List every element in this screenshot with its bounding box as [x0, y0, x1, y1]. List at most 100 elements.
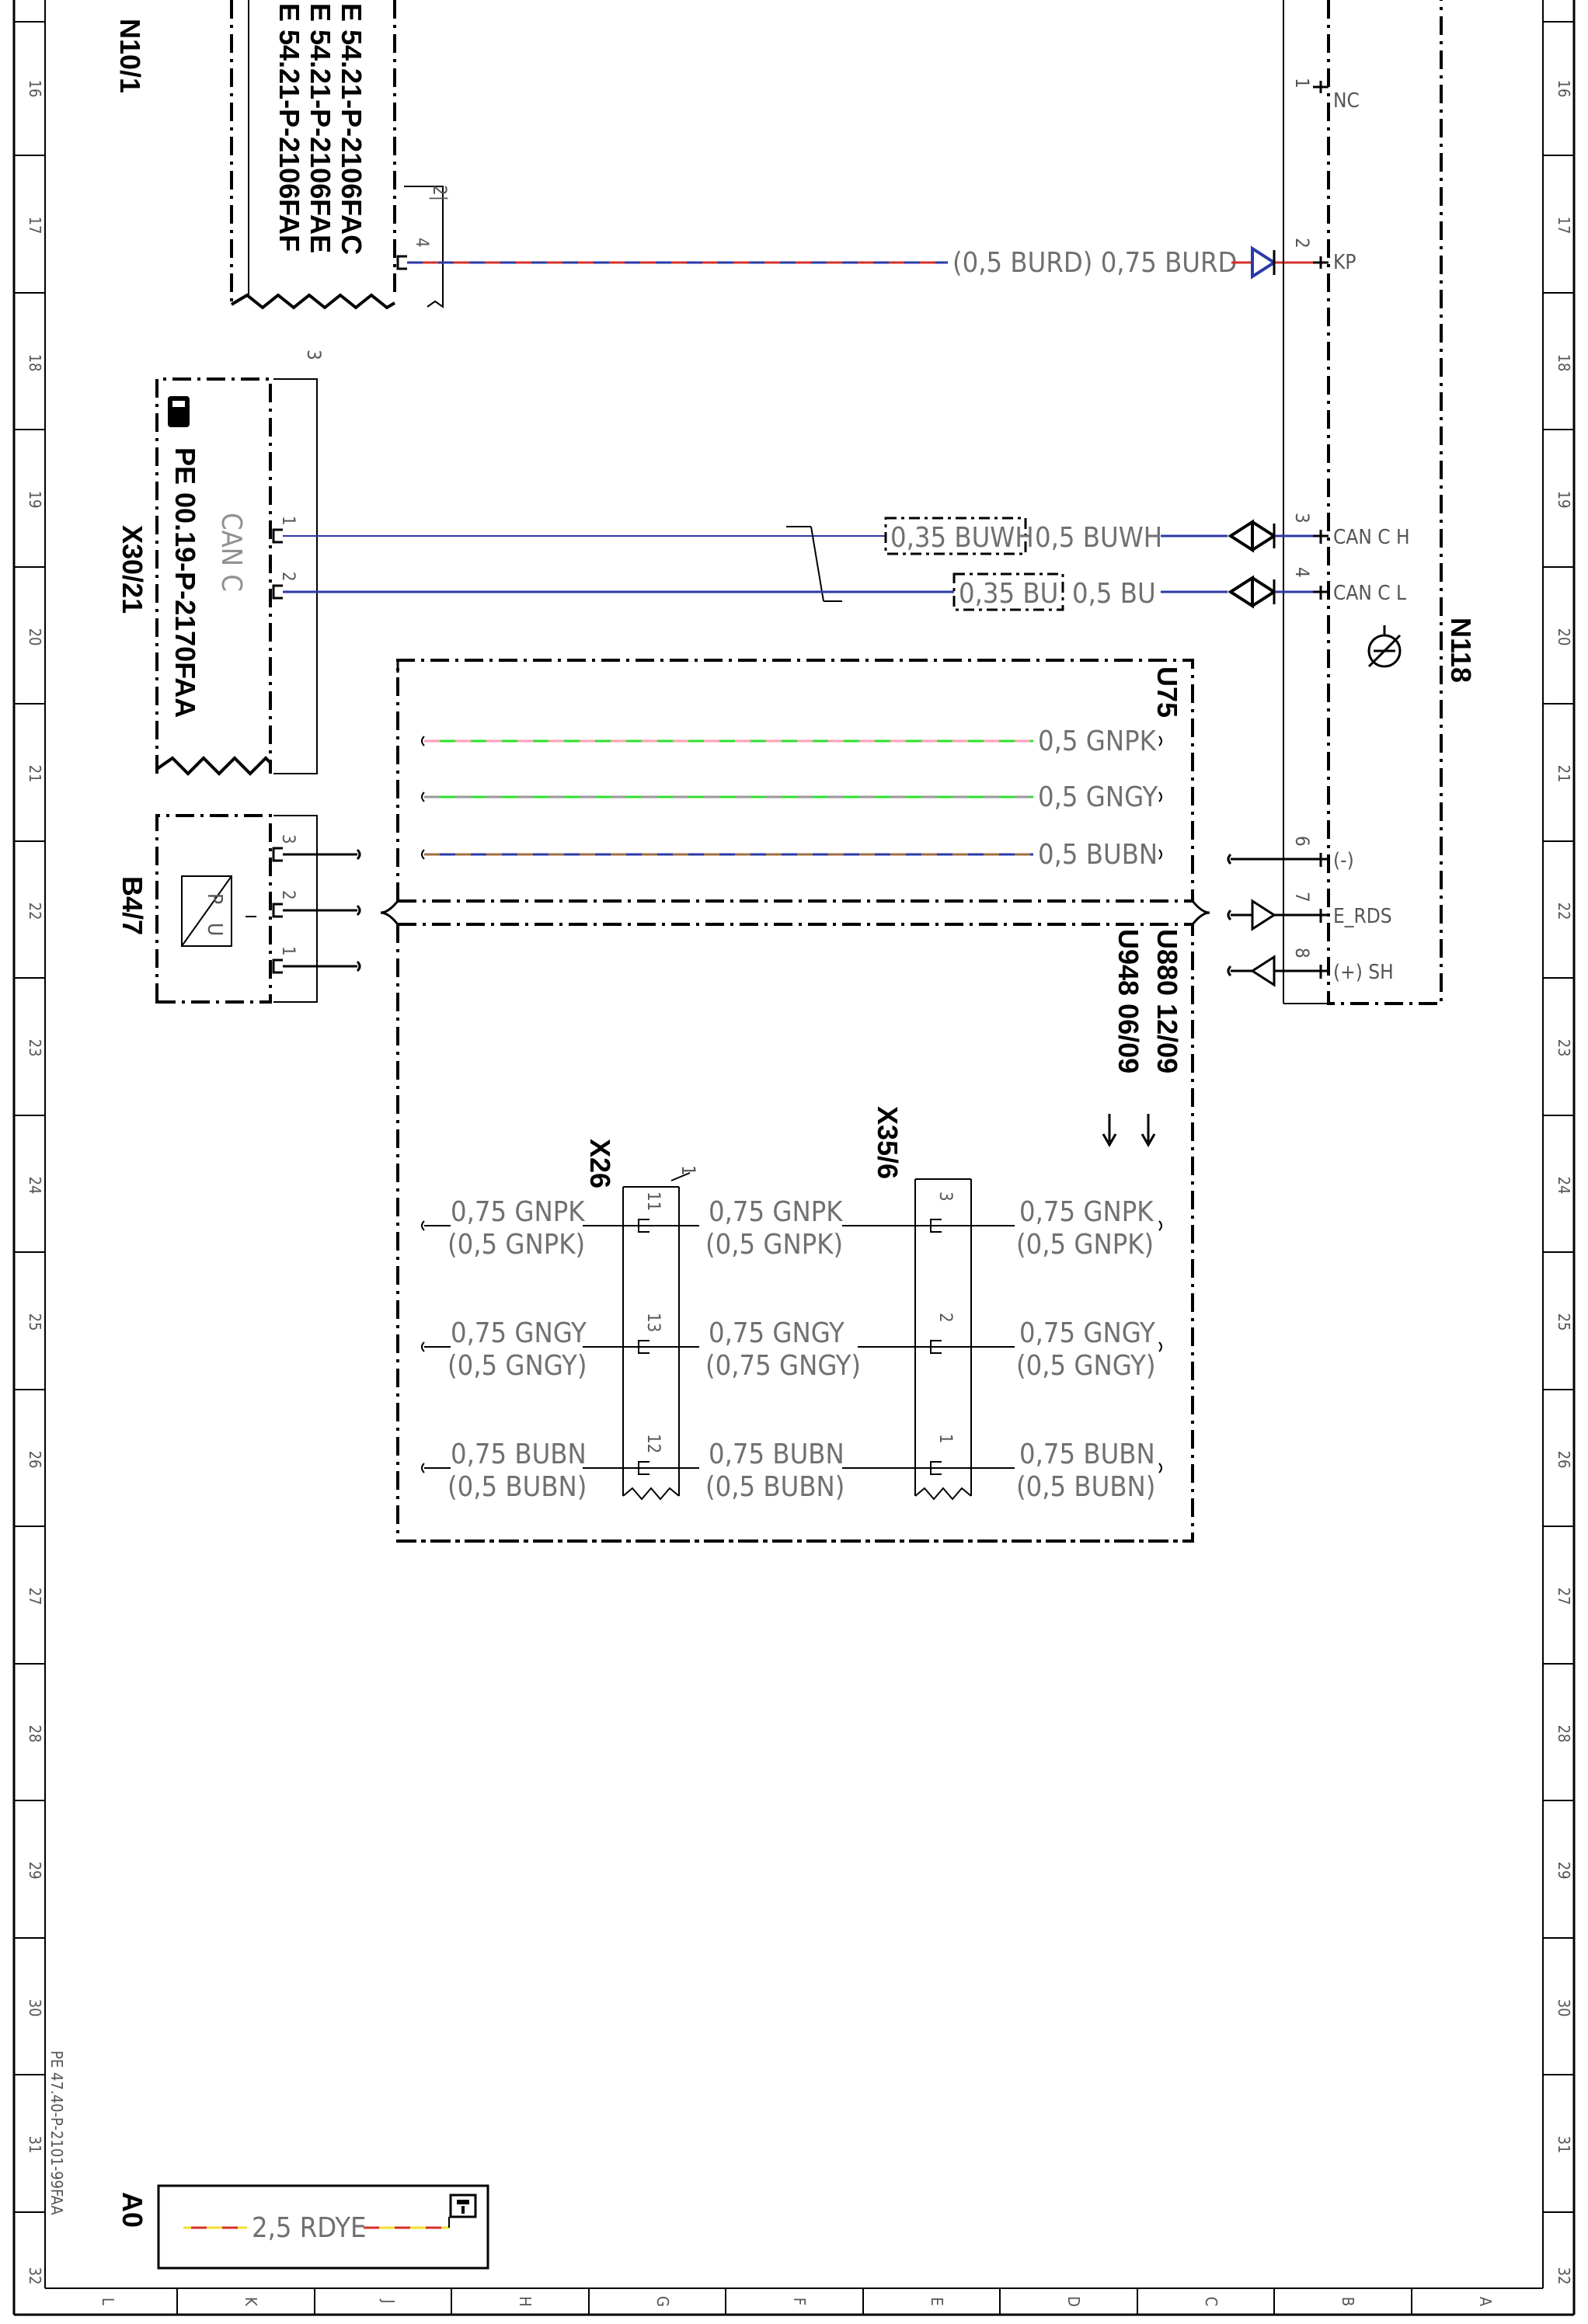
pin-number: 2: [278, 572, 298, 582]
variant-id: U948 06/09: [1113, 929, 1144, 1073]
pin-number: 1: [278, 946, 298, 956]
wire-label: 0,5 BU: [1072, 578, 1156, 610]
pin-number: 4: [412, 238, 431, 248]
row-number: 25: [1555, 1313, 1573, 1331]
column-letter: J: [379, 2298, 398, 2303]
row-number: 32: [1555, 2267, 1573, 2285]
pin-label: (-): [1333, 849, 1354, 872]
row-number: 19: [1555, 491, 1573, 509]
sheet-frame: [12, 0, 1576, 2316]
pin-number: 2: [935, 1313, 955, 1323]
wire-label: 0,75 BUBN: [709, 1439, 844, 1470]
row-number: 25: [26, 1313, 44, 1331]
wire-can-c-l[interactable]: 0,35 BU 0,5 BU: [283, 572, 1313, 611]
pin-number: 11: [643, 1192, 663, 1211]
pin-number: 12: [643, 1434, 663, 1453]
component-id: X30/21: [117, 525, 148, 614]
variant-box-u75[interactable]: U75 0,5 GNPK 0,5 GNGY 0,5 BUBN: [396, 659, 1194, 901]
wire-label: (0,5 BUBN): [1016, 1471, 1155, 1503]
wire-label: 0,75 GNPK: [1019, 1196, 1154, 1228]
wire-label: 0,75 GNGY: [1019, 1317, 1155, 1349]
component-id: N10/1: [114, 19, 146, 93]
wire-label: 0,5 GNGY: [1038, 781, 1158, 813]
row-number: 19: [26, 491, 44, 509]
wire-can-c-h[interactable]: 0,35 BUWH 0,5 BUWH: [283, 517, 1313, 602]
row-number: 30: [26, 1999, 44, 2017]
wire-label: 0,5 GNPK: [1038, 725, 1157, 757]
row-number: 27: [26, 1588, 44, 1606]
wire-label: 0,5 BUBN: [1038, 839, 1158, 871]
wire-label: 0,75 BUBN: [1019, 1439, 1155, 1470]
wire-label: (0,5 BUBN): [705, 1471, 844, 1503]
pin-number: 3: [935, 1192, 955, 1202]
row-number: 16: [26, 80, 44, 98]
pin-label: KP: [1333, 251, 1356, 274]
row-number: 32: [26, 2267, 44, 2285]
variant-id: U75: [1151, 666, 1183, 718]
row-number: 17: [26, 217, 44, 235]
row-number: 23: [1555, 1039, 1573, 1057]
pin-label: E_RDS: [1333, 905, 1392, 928]
column-letter: F: [790, 2298, 809, 2305]
sheet-size: A0: [117, 2192, 148, 2228]
pin-number: 2: [1291, 238, 1313, 249]
row-number: 27: [1555, 1588, 1573, 1606]
row-number: 28: [26, 1725, 44, 1743]
wire-label: (0,75 GNGY): [705, 1350, 861, 1382]
pin-number: 1: [935, 1434, 955, 1444]
row-number: 17: [1555, 217, 1573, 235]
row-number: 26: [26, 1451, 44, 1469]
pin-number: 3: [278, 834, 298, 844]
document-code: PE 47.40-P-2101-99FAA: [47, 2051, 66, 2215]
row-numbers: 16 17 18 19 20 21 22 23 24 25 26 27 28 2…: [26, 80, 1573, 2285]
pin-number: 4: [1291, 567, 1313, 578]
component-id: N118: [1445, 618, 1477, 683]
row-number: 31: [1555, 2136, 1573, 2154]
pin-number: 1: [278, 516, 298, 526]
wire-alt-label: 0,35 BUWH: [890, 522, 1034, 554]
component-n10-1[interactable]: E 54.21-P-2106FAC E 54.21-P-2106FAE E 54…: [114, 0, 451, 310]
connector-marker: 1: [677, 1165, 699, 1176]
variant-box-u880[interactable]: U880 12/09 U948 06/09 X26 1 11 13 12 X35…: [380, 899, 1210, 1543]
pin-number: 7: [1291, 892, 1313, 903]
row-number: 20: [1555, 628, 1573, 646]
pin-number: 2: [278, 890, 298, 900]
wire-legend: A0 2,5 RDYE: [117, 2184, 489, 2270]
row-number: 31: [26, 2136, 44, 2154]
pin-label: CAN C L: [1333, 582, 1406, 605]
wire-kp[interactable]: (0,5 BURD) 0,75 BURD: [407, 245, 1313, 280]
row-number: 22: [26, 903, 44, 920]
pin-number: 3: [1291, 513, 1313, 524]
wire-label: (0,5 BUBN): [447, 1471, 587, 1503]
column-letter: H: [516, 2296, 535, 2307]
column-letter: D: [1064, 2296, 1083, 2307]
component-ref: PE 00.19-P-2170FAA: [169, 447, 201, 718]
row-number: 16: [1555, 80, 1573, 98]
connector-id: X26: [584, 1139, 616, 1188]
hand-pointer-icon: [168, 396, 190, 427]
connector-marker: 3: [303, 350, 325, 360]
component-x30-21[interactable]: 3 X30/21 PE 00.19-P-2170FAA CAN C 1 2: [117, 350, 325, 776]
column-letter: G: [653, 2296, 672, 2307]
component-ref: E 54.21-P-2106FAC: [336, 3, 367, 255]
component-b4-7[interactable]: B4/7 P U 3 2 1: [117, 814, 361, 1004]
row-number: 18: [26, 354, 44, 372]
wire-label: 0,75 GNPK: [709, 1196, 843, 1228]
wire-label: (0,5 BURD) 0,75 BURD: [952, 247, 1237, 279]
row-number: 29: [26, 1862, 44, 1880]
row-number: 29: [1555, 1862, 1573, 1880]
component-id: B4/7: [117, 876, 148, 935]
column-letter: E: [928, 2297, 946, 2305]
pressure-sensor-icon: P U: [181, 875, 232, 947]
wire-label: (0,5 GNPK): [1016, 1229, 1154, 1261]
wire-label: (0,5 GNGY): [447, 1350, 587, 1382]
pin-label: NC: [1333, 89, 1360, 113]
row-number: 18: [1555, 354, 1573, 372]
info-icon: [449, 2194, 477, 2218]
component-n118[interactable]: N118 1 NC 2 KP 3 CAN C H 4 CAN C: [1283, 0, 1477, 1005]
wire-label: 0,75 GNPK: [451, 1196, 585, 1228]
row-number: 28: [1555, 1725, 1573, 1743]
connector-marker: 2|: [429, 185, 451, 201]
n118-lower-stubs: [1227, 853, 1313, 987]
bus-label: CAN C: [215, 513, 247, 592]
